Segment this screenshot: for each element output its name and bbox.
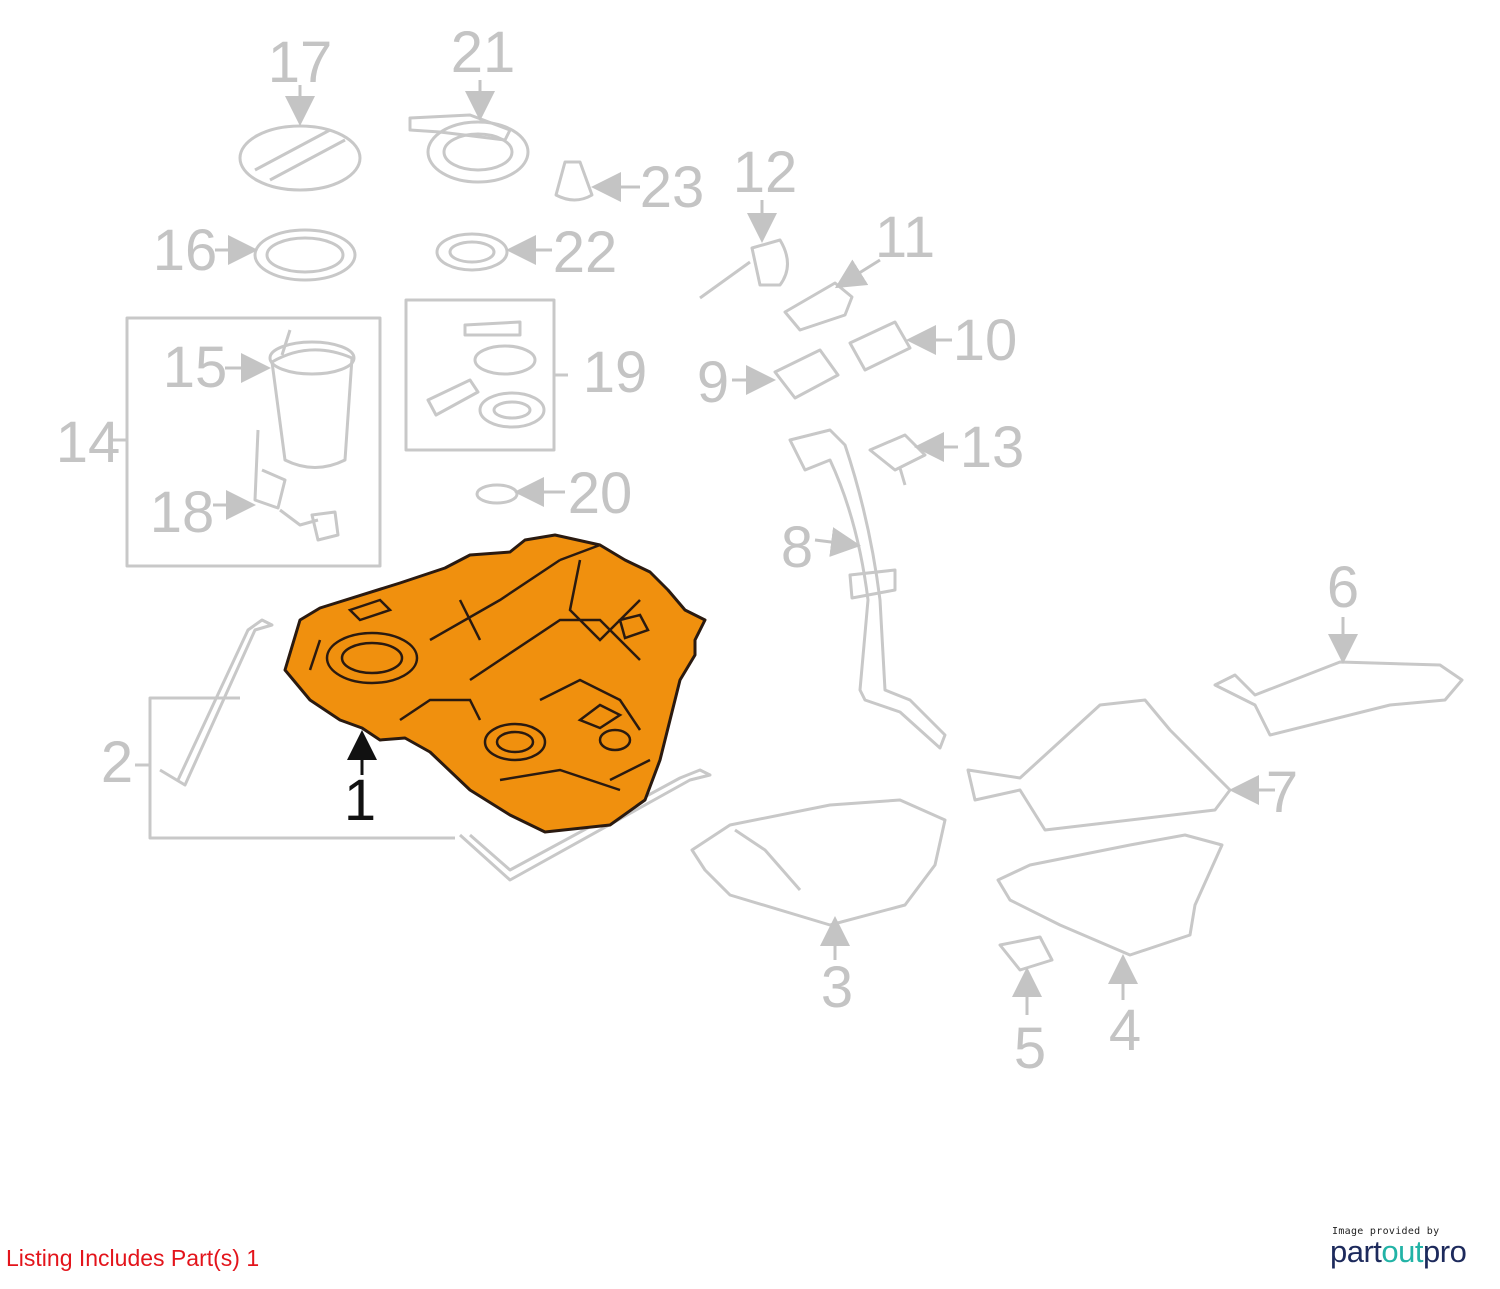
part-13-clip: 13 (868, 415, 1025, 486)
part-9-bracket: 9 (697, 348, 840, 415)
callout-5: 5 (1014, 1016, 1046, 1081)
brand-wordmark: partoutpro (1330, 1234, 1480, 1269)
part-14-fuel-pump-assembly: 14 15 18 (56, 316, 382, 568)
callout-14: 14 (56, 410, 121, 475)
callout-22: 22 (553, 220, 618, 285)
listing-includes-text: Listing Includes Part(s) 1 (6, 1245, 260, 1271)
callout-21: 21 (451, 20, 516, 85)
callout-2: 2 (101, 730, 133, 795)
brand-out: out (1381, 1234, 1424, 1269)
part-19-sender-kit: 19 (404, 298, 648, 452)
part-21-sender-ring: 21 (408, 20, 530, 184)
callout-11: 11 (875, 205, 935, 270)
partoutpro-logo: Image provided by partoutpro (1330, 1226, 1480, 1267)
callout-12: 12 (733, 140, 798, 205)
callout-16: 16 (153, 218, 218, 283)
callout-3: 3 (821, 955, 853, 1020)
part-12-filler-cap: 12 (699, 140, 798, 300)
parts-diagram: 17 21 23 16 22 14 15 18 (56, 20, 1464, 1081)
part-17-fuel-pump-lock-ring: 17 (238, 30, 362, 192)
part-16-gasket: 16 (153, 218, 357, 283)
part-4-tank-shield: 4 (996, 833, 1224, 1063)
callout-8: 8 (781, 515, 813, 580)
callout-15: 15 (163, 335, 228, 400)
callout-13: 13 (960, 415, 1025, 480)
callout-18: 18 (150, 480, 215, 545)
brand-pro: pro (1423, 1234, 1467, 1269)
part-22-gasket: 22 (435, 220, 618, 285)
part-2-tank-straps: 2 (101, 618, 712, 882)
image-credit-text: Image provided by (1332, 1226, 1440, 1237)
part-11-bracket: 11 (783, 205, 935, 332)
part-10-pad: 10 (848, 308, 1018, 373)
part-5-clip: 5 (998, 935, 1054, 1081)
callout-20: 20 (568, 461, 633, 526)
callout-17: 17 (268, 30, 333, 95)
part-7-heat-shield: 7 (966, 698, 1298, 832)
part-3-tank-shield: 3 (690, 798, 947, 1020)
part-20-valve: 20 (475, 461, 633, 526)
part-8-filler-pipe: 8 (781, 428, 947, 750)
callout-10: 10 (953, 308, 1018, 373)
part-1-fuel-tank-highlighted: 1 (283, 533, 707, 834)
part-6-heat-shield: 6 (1213, 555, 1464, 737)
callout-7: 7 (1266, 760, 1298, 825)
callout-4: 4 (1109, 998, 1141, 1063)
callout-23: 23 (640, 155, 705, 220)
callout-1: 1 (344, 768, 376, 833)
callout-19: 19 (583, 340, 648, 405)
brand-part: part (1330, 1234, 1382, 1269)
part-23-cap: 23 (554, 155, 705, 220)
callout-6: 6 (1327, 555, 1359, 620)
callout-9: 9 (697, 350, 729, 415)
